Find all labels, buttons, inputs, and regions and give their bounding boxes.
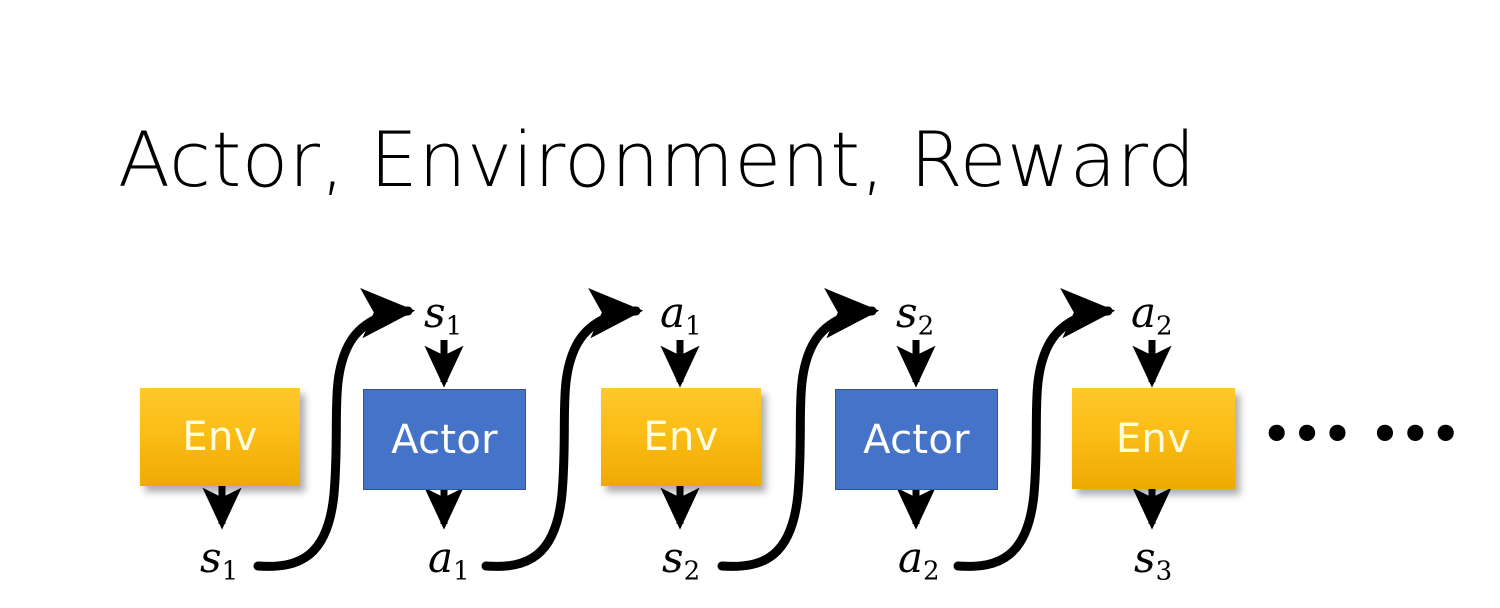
var-subscript: 1 bbox=[685, 311, 702, 342]
var-base: s bbox=[1134, 533, 1156, 582]
var-base: a bbox=[428, 533, 454, 582]
actor-block-label: Actor bbox=[391, 416, 498, 463]
state-label-s3-bottom: s3 bbox=[1134, 537, 1172, 592]
var-subscript: 1 bbox=[453, 556, 470, 587]
state-label-s1-bottom: s1 bbox=[200, 537, 238, 592]
env-block-label: Env bbox=[182, 414, 258, 460]
var-subscript: 2 bbox=[683, 556, 701, 587]
actor-block-1[interactable]: Actor bbox=[363, 389, 526, 490]
s-curve-connector bbox=[253, 287, 416, 571]
state-label-s2-bottom: s2 bbox=[662, 537, 700, 592]
env-block-2[interactable]: Env bbox=[601, 388, 761, 486]
var-base: a bbox=[1131, 288, 1157, 337]
state-label-s1-top: s1 bbox=[424, 292, 462, 347]
var-base: s bbox=[424, 288, 446, 337]
var-base: a bbox=[898, 533, 924, 582]
s-curve-connector bbox=[953, 287, 1116, 571]
env-block-label: Env bbox=[643, 414, 719, 460]
var-base: s bbox=[662, 533, 684, 582]
var-subscript: 2 bbox=[923, 556, 940, 587]
state-label-s2-top: s2 bbox=[896, 292, 934, 347]
var-subscript: 2 bbox=[917, 311, 935, 342]
action-label-a1-top: a1 bbox=[660, 292, 702, 347]
env-block-1[interactable]: Env bbox=[140, 388, 300, 486]
var-subscript: 3 bbox=[1155, 556, 1173, 587]
var-base: s bbox=[896, 288, 918, 337]
action-label-a2-top: a2 bbox=[1131, 292, 1173, 347]
action-label-a1-bottom: a1 bbox=[428, 537, 470, 592]
s-curve-connector bbox=[717, 287, 880, 571]
actor-block-2[interactable]: Actor bbox=[835, 389, 998, 490]
down-arrow-into-box-group bbox=[424, 340, 1172, 388]
env-block-3[interactable]: Env bbox=[1072, 388, 1235, 489]
down-arrow-out-of-box-group bbox=[202, 486, 1172, 530]
actor-block-label: Actor bbox=[863, 416, 970, 463]
var-subscript: 2 bbox=[1156, 311, 1173, 342]
s-curve-connector bbox=[481, 287, 644, 571]
action-label-a2-bottom: a2 bbox=[898, 537, 940, 592]
var-subscript: 1 bbox=[221, 556, 239, 587]
s-curve-connector-group bbox=[253, 287, 1116, 571]
var-subscript: 1 bbox=[445, 311, 463, 342]
env-block-label: Env bbox=[1115, 415, 1192, 462]
var-base: a bbox=[660, 288, 686, 337]
continuation-ellipsis: ••• ••• bbox=[1262, 407, 1462, 461]
var-base: s bbox=[200, 533, 222, 582]
page-title: Actor, Environment, Reward bbox=[118, 115, 1196, 204]
